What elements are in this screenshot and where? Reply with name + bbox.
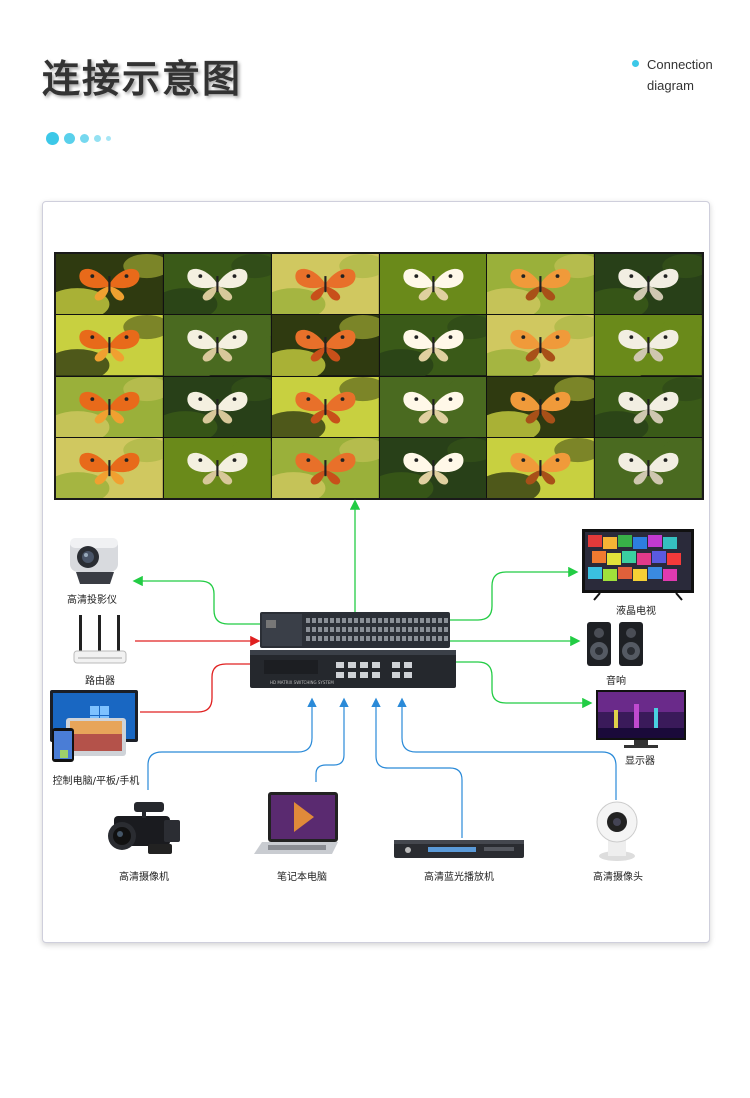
bluray-player-icon: [394, 840, 524, 858]
control-devices-icon: [50, 690, 138, 762]
dot-icon: [80, 134, 89, 143]
line-from-laptop: [315, 697, 349, 782]
speaker-label: 音响: [606, 676, 626, 687]
monitor-label: 显示器: [625, 756, 655, 767]
dot-icon: [106, 136, 111, 141]
lcd-tv-label: 液晶电视: [616, 606, 656, 617]
projector-icon: [70, 538, 118, 584]
video-wall-tile: [379, 437, 487, 498]
line-from-bluray: [371, 697, 463, 838]
video-wall-tile: [56, 315, 163, 376]
video-wall-tile: [595, 254, 702, 315]
matrix-switcher: HD MATRIX SWITCHING SYSTEM: [250, 612, 456, 688]
video-wall-tile: [595, 376, 702, 437]
bluray-label: 高清蓝光播放机: [424, 872, 494, 883]
line-to-projector: [132, 575, 260, 625]
caption-line-2: diagram: [647, 78, 694, 93]
monitor-icon: [596, 690, 686, 748]
dot-icon: [94, 135, 101, 142]
router-label: 路由器: [85, 676, 115, 687]
video-wall-tile: [487, 254, 595, 315]
ip-camera-icon: [596, 801, 638, 861]
video-wall-tile: [56, 254, 163, 315]
video-wall: [54, 252, 704, 500]
video-wall-tile: [163, 376, 271, 437]
laptop-icon: [254, 792, 338, 854]
ip-camera-label: 高清摄像头: [593, 872, 643, 883]
video-wall-tile: [163, 315, 271, 376]
video-wall-tile: [163, 437, 271, 498]
video-wall-tile: [271, 376, 379, 437]
speaker-icon: [587, 622, 643, 666]
line-to-monitor: [452, 661, 593, 709]
page-title: 连接示意图: [42, 57, 243, 101]
video-wall-tile: [163, 254, 271, 315]
video-wall-tile: [595, 437, 702, 498]
caption-line-1: Connection: [647, 57, 713, 72]
video-wall-tile: [487, 315, 595, 376]
control-label: 控制电脑/平板/手机: [52, 776, 140, 787]
video-wall-tile: [487, 437, 595, 498]
laptop-label: 笔记本电脑: [277, 872, 327, 883]
section-caption: Connection diagram: [632, 54, 713, 96]
video-wall-tile: [271, 437, 379, 498]
video-wall-tile: [271, 315, 379, 376]
video-wall-tile: [379, 315, 487, 376]
video-wall-tile: [379, 254, 487, 315]
projector-label: 高清投影仪: [67, 595, 117, 606]
caption-dot-icon: [632, 60, 639, 67]
video-wall-tile: [379, 376, 487, 437]
switcher-panel-text: HD MATRIX SWITCHING SYSTEM: [270, 680, 334, 685]
camcorder-label: 高清摄像机: [119, 872, 169, 883]
dot-icon: [46, 132, 59, 145]
router-icon: [73, 615, 127, 664]
video-wall-tile: [56, 376, 163, 437]
lcd-tv-icon: [582, 529, 694, 601]
line-from-camcorder: [147, 697, 317, 790]
video-wall-tile: [271, 254, 379, 315]
line-from-control: [140, 658, 261, 713]
line-to-lcd-tv: [450, 566, 579, 621]
dot-icon: [64, 133, 75, 144]
line-from-ipcam: [397, 697, 617, 800]
video-wall-tile: [487, 376, 595, 437]
camcorder-icon: [108, 802, 180, 854]
video-wall-tile: [56, 437, 163, 498]
video-wall-tile: [595, 315, 702, 376]
